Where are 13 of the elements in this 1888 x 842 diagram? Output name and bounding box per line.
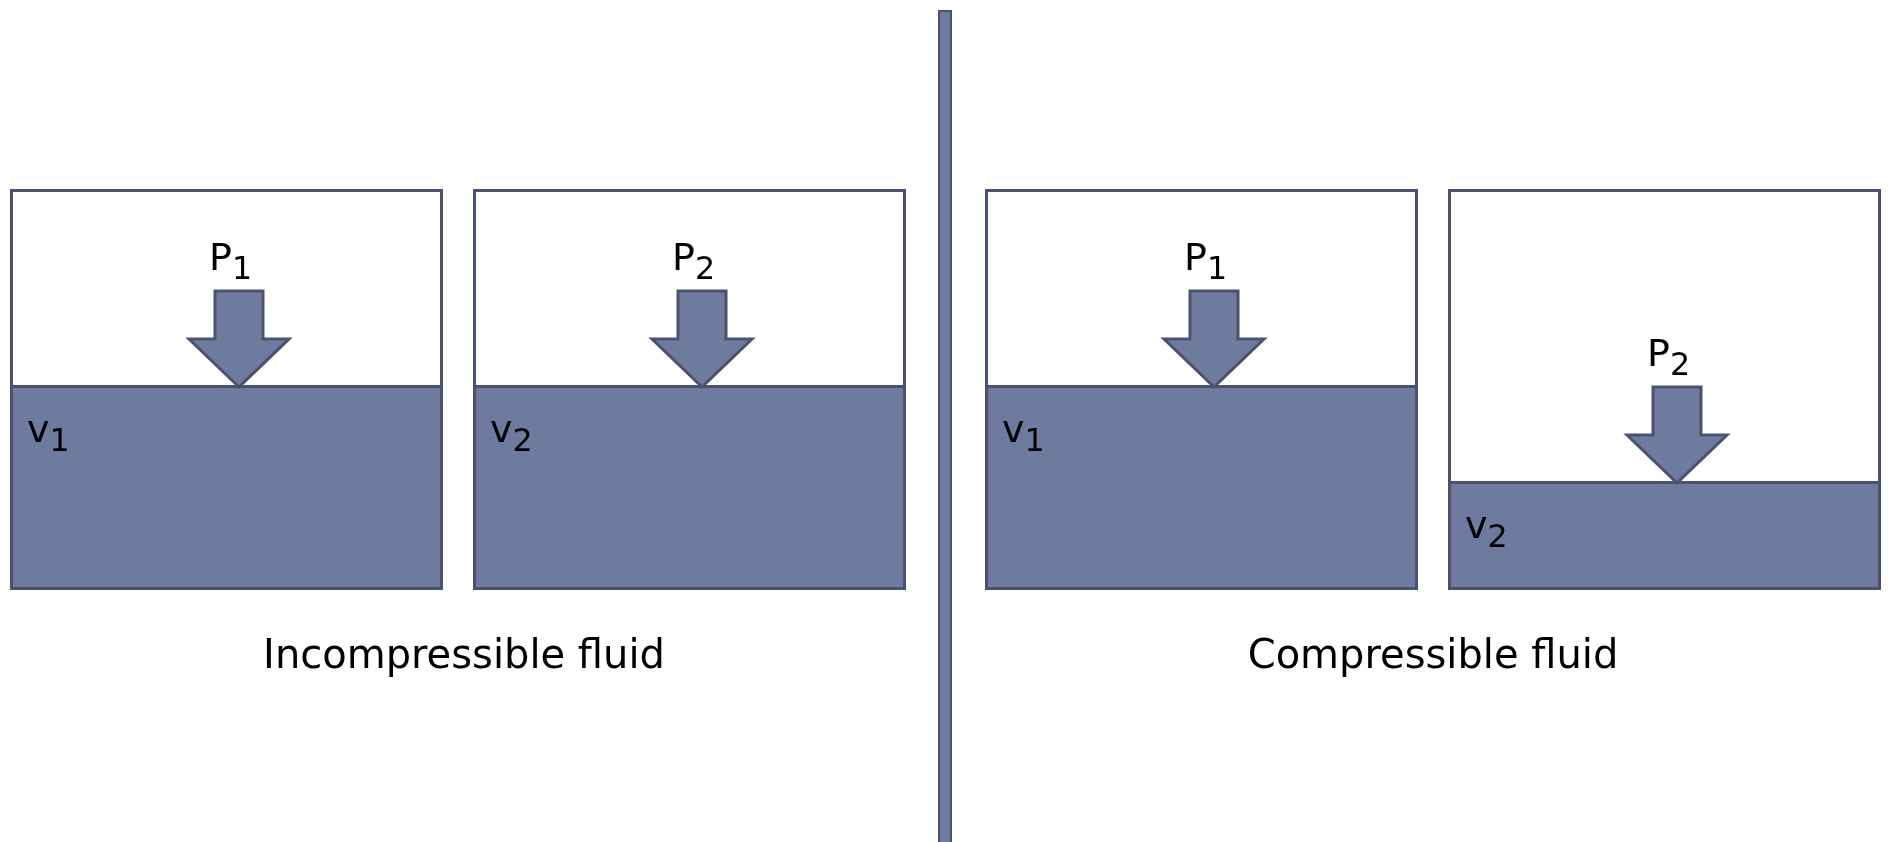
volume-label: v$_{2}$: [490, 410, 533, 457]
pressure-label: P$_{2}$: [672, 238, 716, 285]
volume-label: v$_{1}$: [1002, 410, 1045, 457]
volume-label: v$_{1}$: [27, 410, 70, 457]
pressure-label: P$_{1}$: [209, 238, 253, 285]
pressure-label: P$_{1}$: [1184, 238, 1228, 285]
container-box: [985, 189, 1418, 590]
container-box: [1448, 189, 1881, 590]
pressure-label: P$_{2}$: [1647, 334, 1691, 381]
volume-label: v$_{2}$: [1465, 506, 1508, 553]
container-box: [10, 189, 443, 590]
divider-bar: [938, 10, 952, 842]
container-box: [473, 189, 906, 590]
